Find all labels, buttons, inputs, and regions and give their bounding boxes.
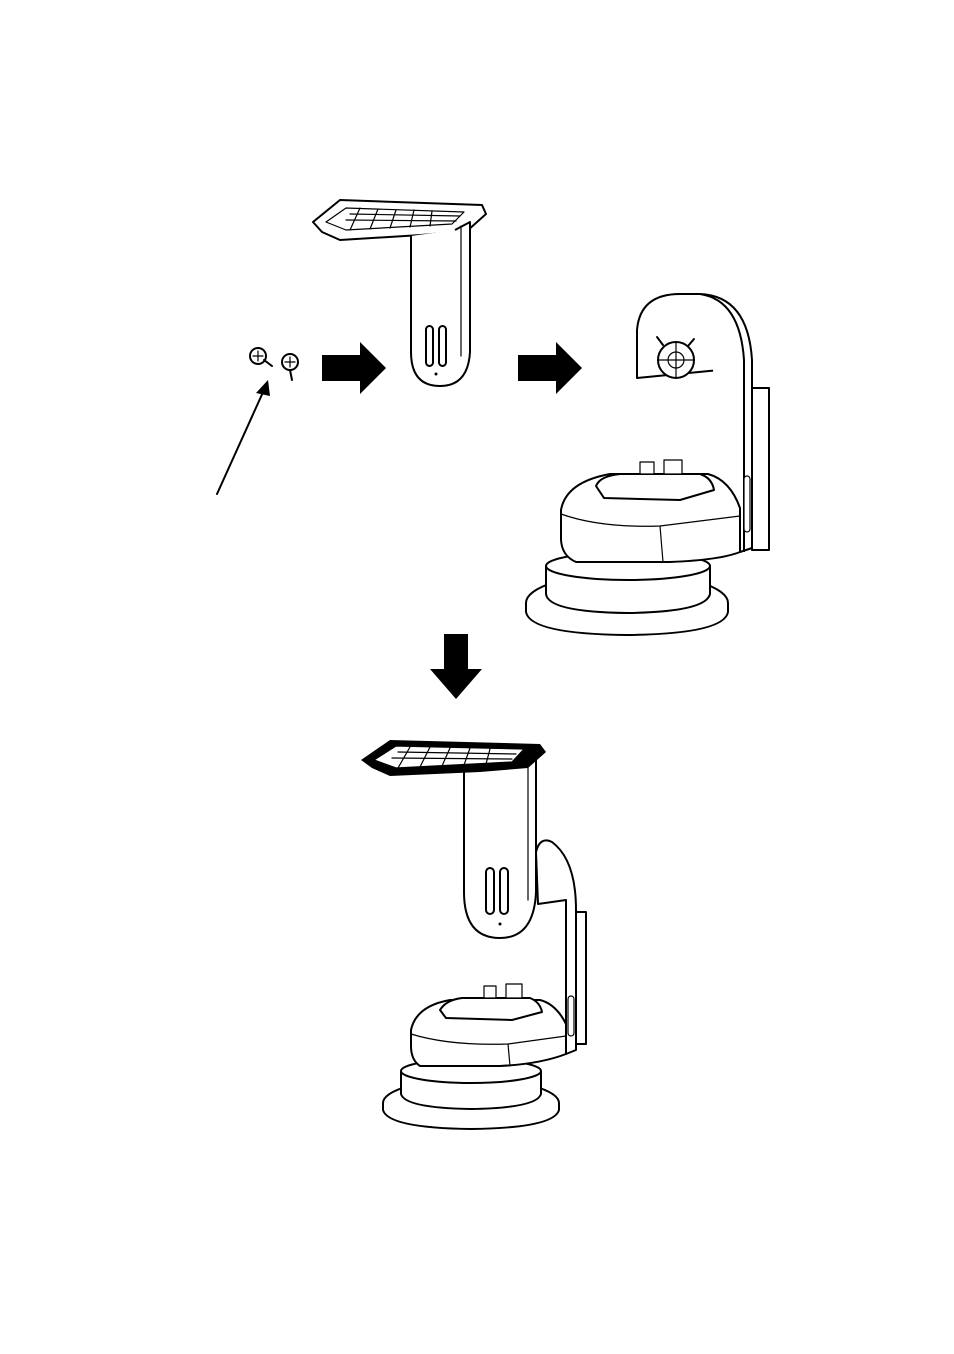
screw-icon: [282, 354, 298, 380]
step-arrow-down-icon: [430, 634, 482, 699]
step-arrow-right-icon: [322, 342, 386, 394]
step-arrow-right-icon: [518, 342, 582, 394]
screw-icon: [250, 348, 272, 366]
wall-mount-icon: [526, 294, 769, 635]
assembled-mount-icon: [361, 740, 586, 1129]
callout-leader-arrow: [217, 380, 270, 494]
screws-group: [250, 348, 298, 380]
